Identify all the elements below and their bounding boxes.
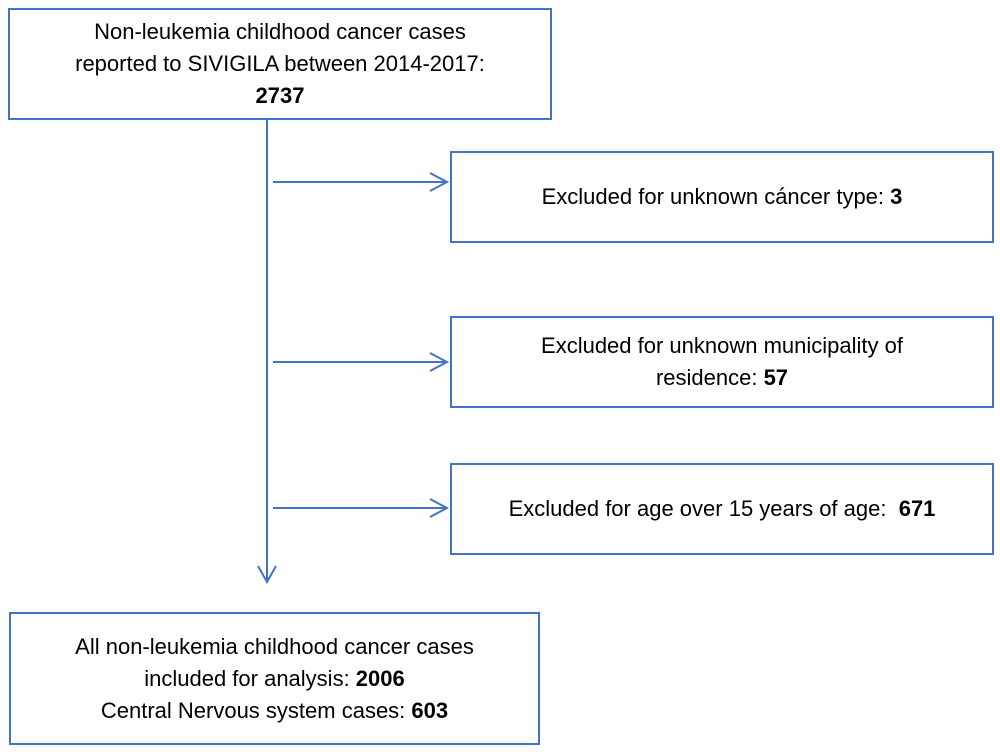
exclusion-1-text: Excluded for unknown cáncer type: <box>541 184 891 209</box>
exclusion-box-unknown-municipality: Excluded for unknown municipality of res… <box>450 316 994 408</box>
cns-cases-label: Central Nervous system cases: <box>100 697 412 723</box>
exclusion-arrow-1-head <box>429 172 450 192</box>
initial-cases-line1: Non-leukemia childhood cancer cases <box>94 19 466 44</box>
exclusion-arrow-2-head <box>429 352 450 372</box>
included-cases-count: 2006 <box>355 665 405 691</box>
exclusion-3-count: 671 <box>898 496 936 521</box>
exclusion-box-unknown-cancer-type: Excluded for unknown cáncer type: 3 <box>450 151 994 243</box>
initial-cases-count: 2737 <box>255 83 305 108</box>
included-cases-line1: All non-leukemia childhood cancer cases <box>75 633 474 659</box>
cns-cases-count: 603 <box>411 697 449 723</box>
main-flow-arrowhead <box>257 565 277 585</box>
exclusion-2-line2: residence: <box>655 365 764 390</box>
exclusion-box-age-over-15: Excluded for age over 15 years of age: 6… <box>450 463 994 555</box>
initial-cases-box: Non-leukemia childhood cancer cases repo… <box>8 8 552 120</box>
exclusion-2-count: 57 <box>763 365 789 390</box>
exclusion-3-text: Excluded for age over 15 years of age: <box>508 496 899 521</box>
included-cases-box: All non-leukemia childhood cancer cases … <box>9 612 540 745</box>
included-cases-line2: included for analysis: <box>144 665 356 691</box>
initial-cases-line2: reported to SIVIGILA between 2014-2017: <box>75 51 485 76</box>
exclusion-arrow-3-head <box>429 498 450 518</box>
exclusion-2-line1: Excluded for unknown municipality of <box>541 333 903 358</box>
exclusion-1-count: 3 <box>890 184 903 209</box>
